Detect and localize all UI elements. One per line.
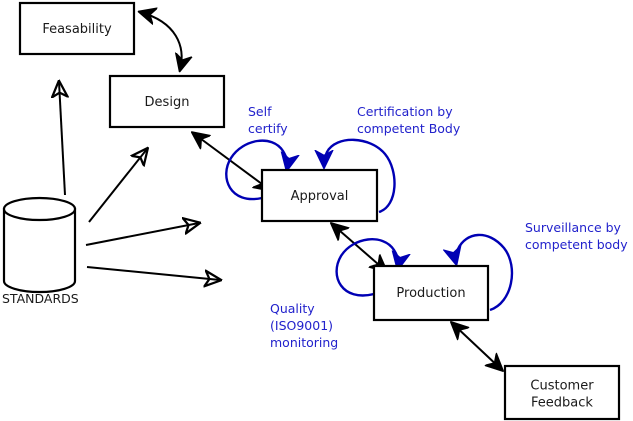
flow-standards-feasability[interactable] [59,82,65,196]
flow-production-customer-feedback[interactable] [452,323,502,370]
flow-standards-approval[interactable] [85,223,199,246]
loop-surveillance-competent-body[interactable] [455,233,514,312]
node-design-rect [108,74,226,129]
node-customer-feedback-rect [503,364,621,421]
cylinder-body [2,207,77,294]
loop-quality-monitoring[interactable] [335,238,399,297]
node-production[interactable]: Production [372,264,490,322]
flow-design-approval[interactable] [193,133,270,190]
annotation-quality-line3: monitoring [270,335,338,350]
node-feasability-rect [18,1,136,56]
annotation-self-certify-line1: Self [248,104,272,119]
annotation-certification-line1: Certification by [357,104,453,119]
annotation-quality-line2: (ISO9001) [270,318,333,333]
datastore-standards-label: STANDARDS [2,291,79,306]
annotation-self-certify-line2: certify [248,121,288,136]
annotation-self-certify: Self certify [248,104,288,136]
cylinder-top-ellipse [2,196,77,222]
node-customer-feedback-label-line1: Customer [530,379,594,394]
annotation-surveillance-competent-body: Surveillance by competent body [525,220,628,252]
flow-approval-production[interactable] [332,224,386,271]
node-production-rect [372,264,490,322]
node-design[interactable]: Design [108,74,226,129]
flow-feasability-design[interactable] [140,12,182,70]
annotation-surveillance-line1: Surveillance by [525,220,622,235]
node-feasability[interactable]: Feasability [18,1,136,56]
annotation-certification-line2: competent Body [357,121,461,136]
node-design-label: Design [145,95,190,110]
node-customer-feedback-label-line2: Feedback [531,396,593,411]
node-production-label: Production [396,286,465,301]
annotation-quality-line1: Quality [270,301,315,316]
annotation-surveillance-line2: competent body [525,237,628,252]
node-approval-label: Approval [291,189,349,204]
flow-standards-design[interactable] [88,149,147,223]
loop-self-certify[interactable] [225,139,287,201]
loop-certification-competent-body[interactable] [324,138,396,214]
annotation-certification-competent-body: Certification by competent Body [357,104,461,136]
datastore-standards[interactable]: STANDARDS [2,196,79,306]
node-approval-rect [260,168,379,223]
node-feasability-label: Feasability [42,22,112,37]
node-approval[interactable]: Approval [260,168,379,223]
node-customer-feedback[interactable]: Customer Feedback [503,364,621,421]
flow-standards-production[interactable] [86,266,220,280]
annotation-quality-monitoring: Quality (ISO9001) monitoring [270,301,338,350]
